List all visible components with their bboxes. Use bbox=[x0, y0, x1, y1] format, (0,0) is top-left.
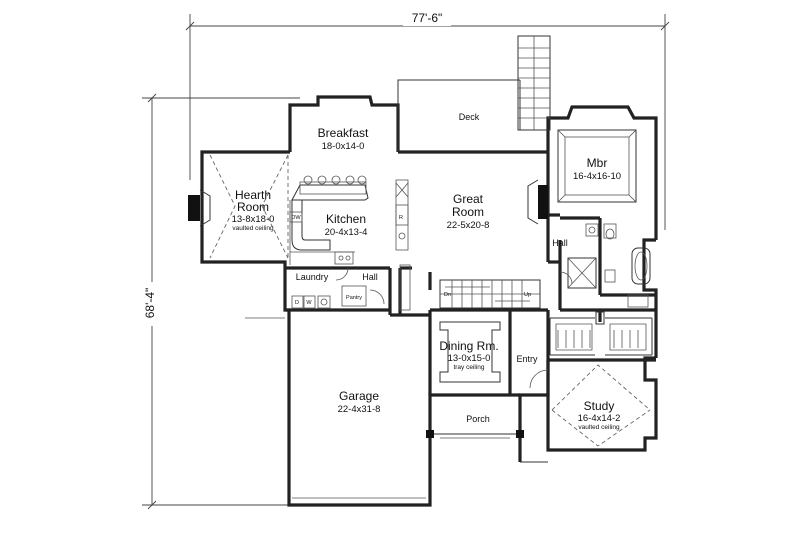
dining-note: tray ceiling bbox=[453, 364, 484, 371]
dining-size: 13-0x15-0 bbox=[448, 353, 491, 364]
pantry-door-swing bbox=[369, 289, 385, 305]
porch-label: Porch bbox=[466, 414, 490, 424]
kitchen-size: 20-4x13-4 bbox=[325, 227, 368, 238]
hearth-fireplace bbox=[188, 189, 211, 227]
dining-tray-ceiling bbox=[439, 321, 501, 383]
mbr-tray-ceiling bbox=[557, 129, 637, 203]
master-hall-label: Hall bbox=[552, 238, 568, 248]
entry-door-swing bbox=[529, 369, 549, 389]
study-size: 16-4x14-2 bbox=[578, 413, 621, 424]
great-room-label-line2: Room bbox=[452, 205, 484, 219]
walk-in-closets bbox=[549, 311, 653, 356]
depth-dimension-line bbox=[142, 93, 300, 510]
dishwasher-label: DW bbox=[291, 215, 301, 221]
hearth-vault-lines bbox=[209, 154, 289, 259]
entry-label: Entry bbox=[516, 354, 538, 364]
laundry-label: Laundry bbox=[296, 272, 329, 282]
porch-columns bbox=[426, 430, 524, 439]
closet-box bbox=[399, 264, 411, 311]
main-stairs bbox=[439, 279, 541, 309]
hearth-label-line1: Hearth bbox=[235, 188, 271, 202]
breakfast-size: 18-0x14-0 bbox=[322, 141, 365, 152]
hearth-label-line2: Room bbox=[237, 200, 269, 214]
washer-label: W bbox=[306, 300, 312, 306]
deck-stairs bbox=[517, 35, 551, 131]
laundry-door-swing bbox=[335, 267, 349, 281]
depth-dimension: 68'-4" bbox=[143, 288, 157, 319]
laundry-fixtures bbox=[291, 295, 331, 309]
great-room-fireplace bbox=[527, 179, 548, 225]
kitchen-counters bbox=[289, 179, 409, 265]
great-room-size: 22-5x20-8 bbox=[447, 220, 490, 231]
study-label: Study bbox=[584, 399, 615, 413]
hall-door-swing bbox=[559, 271, 573, 285]
pantry-label: Pantry bbox=[346, 295, 362, 301]
master-bath-fixtures bbox=[567, 223, 651, 308]
dryer-label: D bbox=[295, 300, 299, 306]
hearth-size: 13-8x18-0 bbox=[232, 214, 275, 225]
mbr-size: 16-4x16-10 bbox=[573, 171, 621, 182]
hall-label: Hall bbox=[362, 272, 378, 282]
kitchen-island bbox=[291, 175, 369, 251]
stairs-up-label: Up bbox=[524, 292, 531, 298]
kitchen-label: Kitchen bbox=[326, 212, 366, 226]
great-room-label-line1: Great bbox=[453, 192, 484, 206]
deck-label: Deck bbox=[459, 112, 480, 122]
dining-label: Dining Rm. bbox=[439, 339, 498, 353]
refrigerator-label: R bbox=[399, 215, 403, 221]
pantry-shelving bbox=[341, 285, 367, 307]
breakfast-label: Breakfast bbox=[318, 126, 369, 140]
mbr-label: Mbr bbox=[587, 156, 608, 170]
study-vault-lines bbox=[551, 364, 651, 447]
stairs-down-label: Dn bbox=[444, 292, 451, 298]
study-note: vaulted ceiling bbox=[578, 424, 620, 431]
garage-size: 22-4x31-8 bbox=[338, 404, 381, 415]
hearth-note: vaulted ceiling bbox=[232, 225, 274, 232]
width-dimension: 77'-6" bbox=[412, 11, 443, 25]
garage-label: Garage bbox=[339, 389, 379, 403]
exterior-walls bbox=[200, 79, 658, 507]
